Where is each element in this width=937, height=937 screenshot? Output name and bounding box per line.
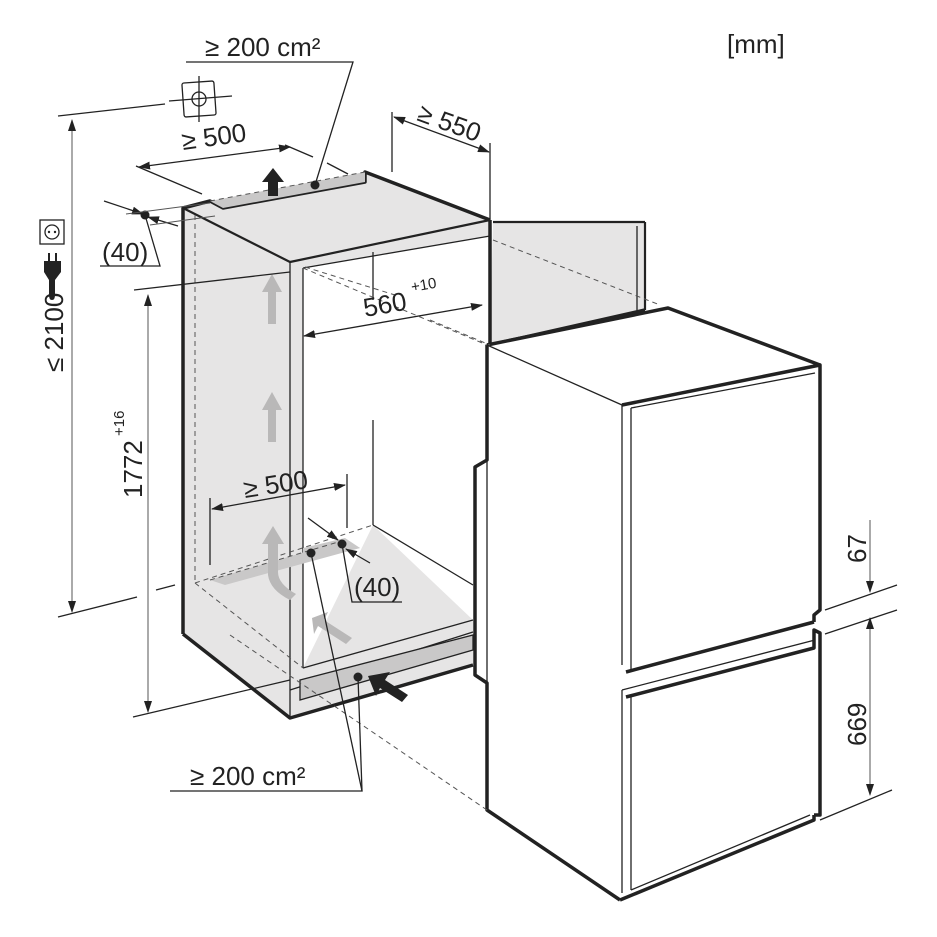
niche-width-tolerance: +10 xyxy=(410,275,438,296)
socket-icon xyxy=(39,219,65,245)
vent-arrow-icon xyxy=(368,672,408,702)
niche-height-tolerance: +16 xyxy=(111,411,128,436)
top-vent-area-dimension: ≥ 200 cm² xyxy=(186,32,354,186)
bottom-gap-label: (40) xyxy=(354,572,400,602)
niche-width-dimension: 560 +10 xyxy=(303,266,491,346)
door-gap-dimension: 67 xyxy=(824,520,898,635)
top-vent-area-label: ≥ 200 cm² xyxy=(205,32,321,62)
top-depth-label: ≥ 500 xyxy=(180,117,248,156)
top-gap-dimension: (40) xyxy=(100,200,216,267)
unit-label: [mm] xyxy=(727,29,785,59)
bottom-vent-area-dimension: ≥ 200 cm² xyxy=(170,552,363,792)
freezer-door-height-dimension: 669 xyxy=(819,617,893,821)
furniture-door-panel xyxy=(488,220,661,347)
socket-height-label: ≤ 2100 xyxy=(39,293,69,372)
niche-height-label: 1772 xyxy=(118,440,148,498)
airflow-arrow-icon xyxy=(312,612,352,644)
niche-height-dimension: 1772 +16 xyxy=(111,271,291,718)
airflow-arrows xyxy=(262,274,352,644)
door-gap-label: 67 xyxy=(842,534,872,563)
top-gap-label: (40) xyxy=(102,237,148,267)
airflow-arrow-icon xyxy=(262,274,282,324)
niche-depth-label: ≥ 550 xyxy=(414,97,485,147)
freezer-door-height-label: 669 xyxy=(842,703,872,746)
vent-arrow-icon xyxy=(262,168,284,196)
airflow-arrow-icon xyxy=(262,392,282,442)
socket-height-dimension: ≤ 2100 xyxy=(39,119,176,618)
niche-cabinet xyxy=(181,170,491,720)
airflow-arrow-icon xyxy=(262,526,296,600)
bottom-gap-dimension: (40) xyxy=(307,517,402,603)
plug-icon xyxy=(44,253,61,300)
crosshair-icon xyxy=(57,76,233,122)
bottom-vent-area-label: ≥ 200 cm² xyxy=(190,761,306,791)
niche-width-label: 560 xyxy=(361,286,409,323)
fridge-appliance xyxy=(229,267,822,902)
